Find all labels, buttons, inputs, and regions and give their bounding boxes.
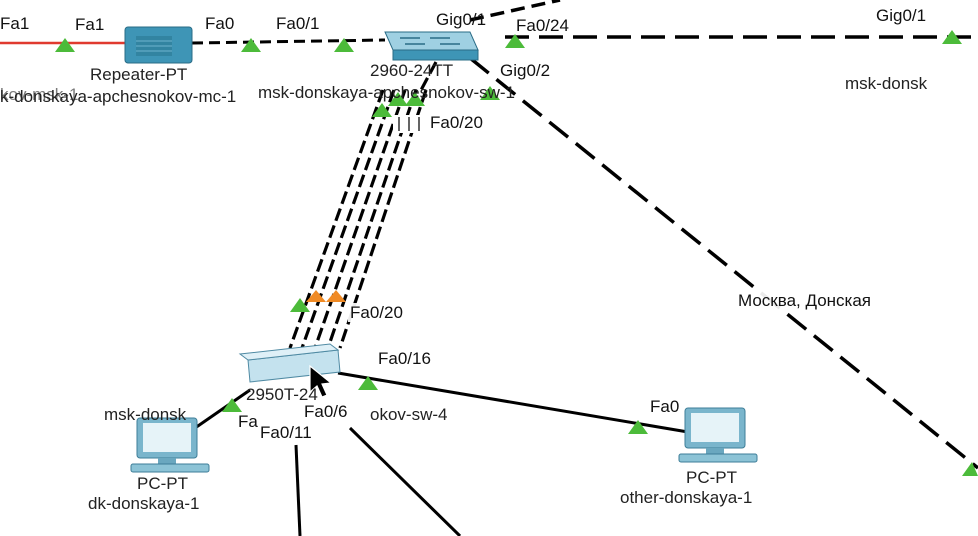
pc2-device[interactable] xyxy=(678,407,758,463)
area-label: Москва, Донская xyxy=(736,291,874,310)
port-status-sw4-bundle xyxy=(290,298,310,312)
port-label-gig01-sw1: Gig0/1 xyxy=(436,10,487,29)
link-sw1-gig02-diagonal[interactable] xyxy=(468,56,978,470)
switch-right-name-label: msk-donsk xyxy=(845,74,928,93)
port-status-fa01-sw1 xyxy=(334,38,354,52)
port-status-fa0-rep xyxy=(241,38,261,52)
port-label-fa020-sw1: Fa0/20 xyxy=(428,113,485,132)
switch-sw4-device[interactable] xyxy=(238,343,341,383)
port-label-fa06-sw4: Fa0/6 xyxy=(302,402,350,421)
link-sw4-pc2[interactable] xyxy=(337,371,689,434)
port-status-right-diagonal xyxy=(962,462,978,476)
port-label-fa024-sw1: Fa0/24 xyxy=(516,16,569,35)
port-status-fa016-sw4 xyxy=(358,376,378,390)
link-sw4-down-2[interactable] xyxy=(348,426,462,536)
pc1-name-label: dk-donskaya-1 xyxy=(88,494,200,513)
port-status-pending-sw4 xyxy=(306,290,326,302)
switch-sw4-name-right: okov-sw-4 xyxy=(370,405,448,424)
port-label-fa0-pc2: Fa0 xyxy=(650,397,680,416)
switch-sw1-device[interactable] xyxy=(384,31,479,61)
port-label-fa011-sw4: Fa0/11 xyxy=(258,423,314,442)
left-edge-device-name: kov-msk-1 xyxy=(0,85,79,104)
repeater-name-label: k-donskaya-apchesnokov-mc-1 xyxy=(0,87,237,106)
port-label-gig02-sw1: Gig0/2 xyxy=(500,61,551,80)
repeater-device[interactable] xyxy=(124,26,193,64)
port-label-fa0-repeater: Fa0 xyxy=(205,14,235,33)
port-status-sw1-bundle-3 xyxy=(405,92,425,106)
repeater-type-label: Repeater-PT xyxy=(90,65,188,84)
link-sw4-down-1[interactable] xyxy=(294,444,302,536)
link-sw1-up[interactable] xyxy=(469,0,561,22)
pc1-device[interactable] xyxy=(130,417,210,473)
link-sw4-pc1[interactable] xyxy=(194,388,251,430)
port-status-fa024-sw1 xyxy=(505,34,525,48)
port-status-fa0-pc2 xyxy=(628,420,648,434)
switch-sw4-model-label: 2950T-24 xyxy=(246,385,318,404)
port-label-fa1: Fa1 xyxy=(75,15,105,34)
port-label-fa01-sw1: Fa0/1 xyxy=(276,14,320,33)
port-label-fa-partial: Fa xyxy=(236,412,260,431)
pc2-type-label: PC-PT xyxy=(686,468,737,487)
port-label-fa020-sw4: Fa0/20 xyxy=(348,303,405,322)
mouse-cursor xyxy=(309,364,333,398)
port-status-pc1-link xyxy=(222,398,242,412)
switch-sw1-name-label: msk-donskaya-apchesnokov-sw-1 xyxy=(258,83,515,102)
port-status-pending-sw4-b xyxy=(326,290,346,302)
port-label-gig01-right: Gig0/1 xyxy=(876,6,927,25)
port-label-fa016-sw4: Fa0/16 xyxy=(378,349,431,368)
port-status-gig02-sw1 xyxy=(480,86,500,100)
port-status-fa1 xyxy=(55,38,75,52)
port-status-sw1-bundle-1 xyxy=(372,103,392,117)
port-status-gig01-right xyxy=(942,30,962,44)
pc1-type-label: PC-PT xyxy=(137,474,188,493)
pc2-name-label: other-donskaya-1 xyxy=(620,488,753,507)
switch-sw4-name-left: msk-donsk xyxy=(104,405,187,424)
port-status-sw1-bundle-2 xyxy=(388,92,408,106)
link-repeater-sw1[interactable] xyxy=(191,38,386,45)
switch-sw1-model-label: 2960-24TT xyxy=(370,61,454,80)
port-label-fa1-left: Fa1 xyxy=(0,14,30,33)
